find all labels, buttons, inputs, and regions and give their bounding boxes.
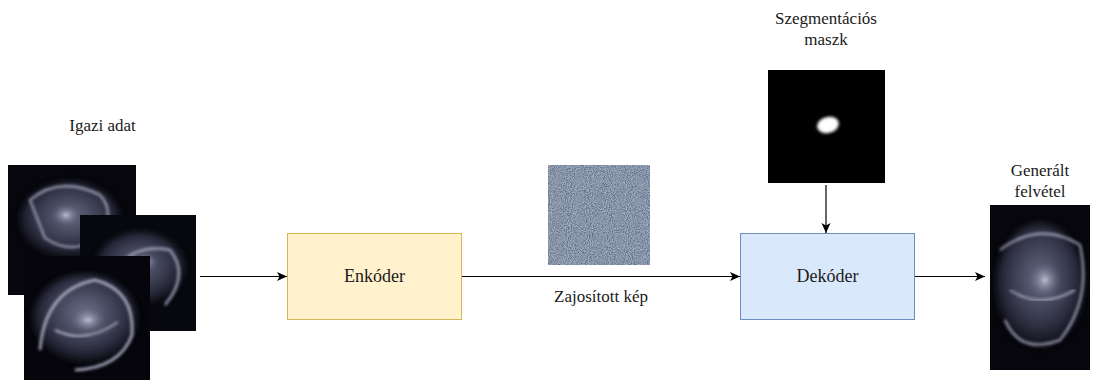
mri-background	[990, 205, 1090, 370]
image-node: Generált felvétel	[985, 160, 1095, 372]
noise-image	[548, 165, 650, 265]
edge-label: Zajosított kép	[551, 286, 651, 307]
mri-contour	[1010, 290, 1075, 300]
image-caption: Generált felvétel	[985, 160, 1095, 203]
image-node: Igazi adat	[5, 115, 200, 380]
mri-stack	[8, 165, 196, 380]
box-label: Enkóder	[344, 265, 405, 288]
mri-contour	[40, 280, 132, 370]
mri-background	[24, 256, 150, 380]
arrow-connector	[462, 276, 740, 277]
image-node: Szegmentációs maszk	[766, 8, 886, 185]
mask-background	[768, 70, 885, 183]
box-label: Dekóder	[797, 265, 859, 288]
mri-heart	[1027, 260, 1063, 300]
arrow-connector	[825, 185, 826, 233]
mri-contour	[1000, 234, 1083, 345]
mri-contour	[55, 322, 118, 336]
mri-tissue	[996, 223, 1084, 347]
mask-region	[815, 114, 840, 135]
decoder-box: Dekóder	[740, 233, 915, 320]
arrow-connector	[915, 276, 985, 277]
generated-mri	[990, 205, 1090, 370]
mri-heart	[50, 203, 82, 227]
encoder-box: Enkóder	[287, 233, 462, 320]
image-caption: Szegmentációs maszk	[766, 8, 886, 51]
segmentation-mask	[768, 70, 885, 183]
noise-texture	[548, 165, 650, 265]
noise-background	[548, 165, 650, 265]
image-caption: Igazi adat	[69, 115, 136, 136]
mri-slice	[24, 256, 150, 380]
arrow-connector	[200, 276, 287, 277]
